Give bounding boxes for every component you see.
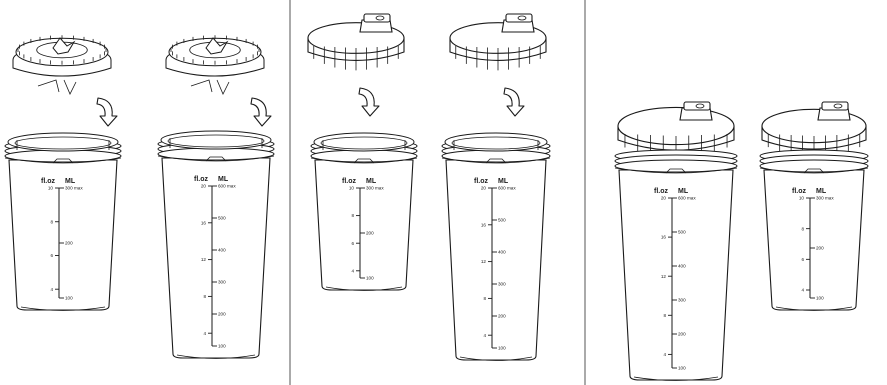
scale-ml-label: 100 [366,276,374,281]
cup-rim [8,133,118,151]
scale-ml-label: 600 max [218,184,236,189]
cup-rim [314,133,414,151]
scale-floz-label: 16 [661,235,667,240]
scale-ml-label: 300 max [65,186,83,191]
lid-small [308,14,404,70]
cup-rim [445,133,547,151]
scale-header-floz: fl.oz [194,176,208,183]
scale-floz-label: 20 [201,184,207,189]
scale-floz-label: 16 [201,220,207,225]
scale-ml-label: 600 max [678,196,696,201]
scale-header-ml: ML [816,188,827,195]
scale-floz-label: 8 [351,213,354,218]
scale-header-ml: ML [218,176,229,183]
cup-body [446,160,546,360]
scale-ml-label: 400 [218,248,226,253]
scale-ml-label: 500 [498,218,506,223]
scale-ml-label: 100 [65,296,73,301]
blade-small [13,35,111,94]
scale-floz-label: 4 [50,287,53,292]
scale-floz-label: 6 [50,253,53,258]
scale-ml-label: 300 max [816,196,834,201]
cup-body [764,170,864,310]
rotate-arrow-3 [359,88,379,116]
scale-ml-label: 500 [678,230,686,235]
scale-floz-label: 20 [481,186,487,191]
scale-ml-label: 100 [816,296,824,301]
scale-header-floz: fl.oz [342,178,356,185]
rotate-arrow-4 [504,88,524,116]
cup-body [9,160,117,310]
cup-rim [161,131,271,149]
scale-ml-label: 200 [366,231,374,236]
scale-header-floz: fl.oz [41,178,55,185]
scale-floz-label: 8 [203,294,206,299]
scale-header-ml: ML [678,188,689,195]
scale-floz-label: 6 [351,241,354,246]
scale-floz-label: 8 [50,219,53,224]
scale-ml-label: 600 max [498,186,516,191]
scale-ml-label: 200 [816,246,824,251]
scale-floz-label: 12 [201,257,207,262]
scale-floz-label: 20 [661,196,667,201]
scale-header-ml: ML [366,178,377,185]
cup-body [315,160,413,290]
scale-floz-label: 4 [801,288,804,293]
scale-ml-label: 300 [498,282,506,287]
scale-floz-label: 4 [203,331,206,336]
cup-body [162,158,270,358]
scale-floz-label: 4 [351,268,354,273]
scale-ml-label: 200 [218,312,226,317]
cup-body [619,170,733,380]
scale-floz-label: 16 [481,222,487,227]
scale-ml-label: 400 [678,264,686,269]
scale-ml-label: 300 [678,298,686,303]
scale-ml-label: 100 [218,344,226,349]
scale-ml-label: 300 max [366,186,384,191]
scale-ml-label: 200 [678,332,686,337]
scale-header-ml: ML [498,178,509,185]
scale-floz-label: 4 [663,352,666,357]
scale-floz-label: 12 [481,259,487,264]
scale-ml-label: 200 [498,314,506,319]
scale-header-floz: fl.oz [792,188,806,195]
scale-floz-label: 10 [349,186,355,191]
lid-large [450,14,546,70]
scale-floz-label: 12 [661,274,667,279]
rotate-arrow-1 [97,98,117,126]
scale-floz-label: 10 [799,196,805,201]
blade-large [166,35,264,94]
scale-floz-label: 10 [48,186,54,191]
scale-ml-label: 100 [678,366,686,371]
scale-header-ml: ML [65,178,76,185]
scale-header-floz: fl.oz [474,178,488,185]
scale-ml-label: 100 [498,346,506,351]
scale-floz-label: 6 [801,257,804,262]
scale-floz-label: 8 [801,226,804,231]
scale-ml-label: 200 [65,241,73,246]
rotate-arrow-2 [251,98,271,126]
scale-ml-label: 400 [498,250,506,255]
scale-floz-label: 4 [483,333,486,338]
scale-floz-label: 8 [483,296,486,301]
scale-header-floz: fl.oz [654,188,668,195]
scale-ml-label: 300 [218,280,226,285]
scale-ml-label: 500 [218,216,226,221]
scale-floz-label: 8 [663,313,666,318]
